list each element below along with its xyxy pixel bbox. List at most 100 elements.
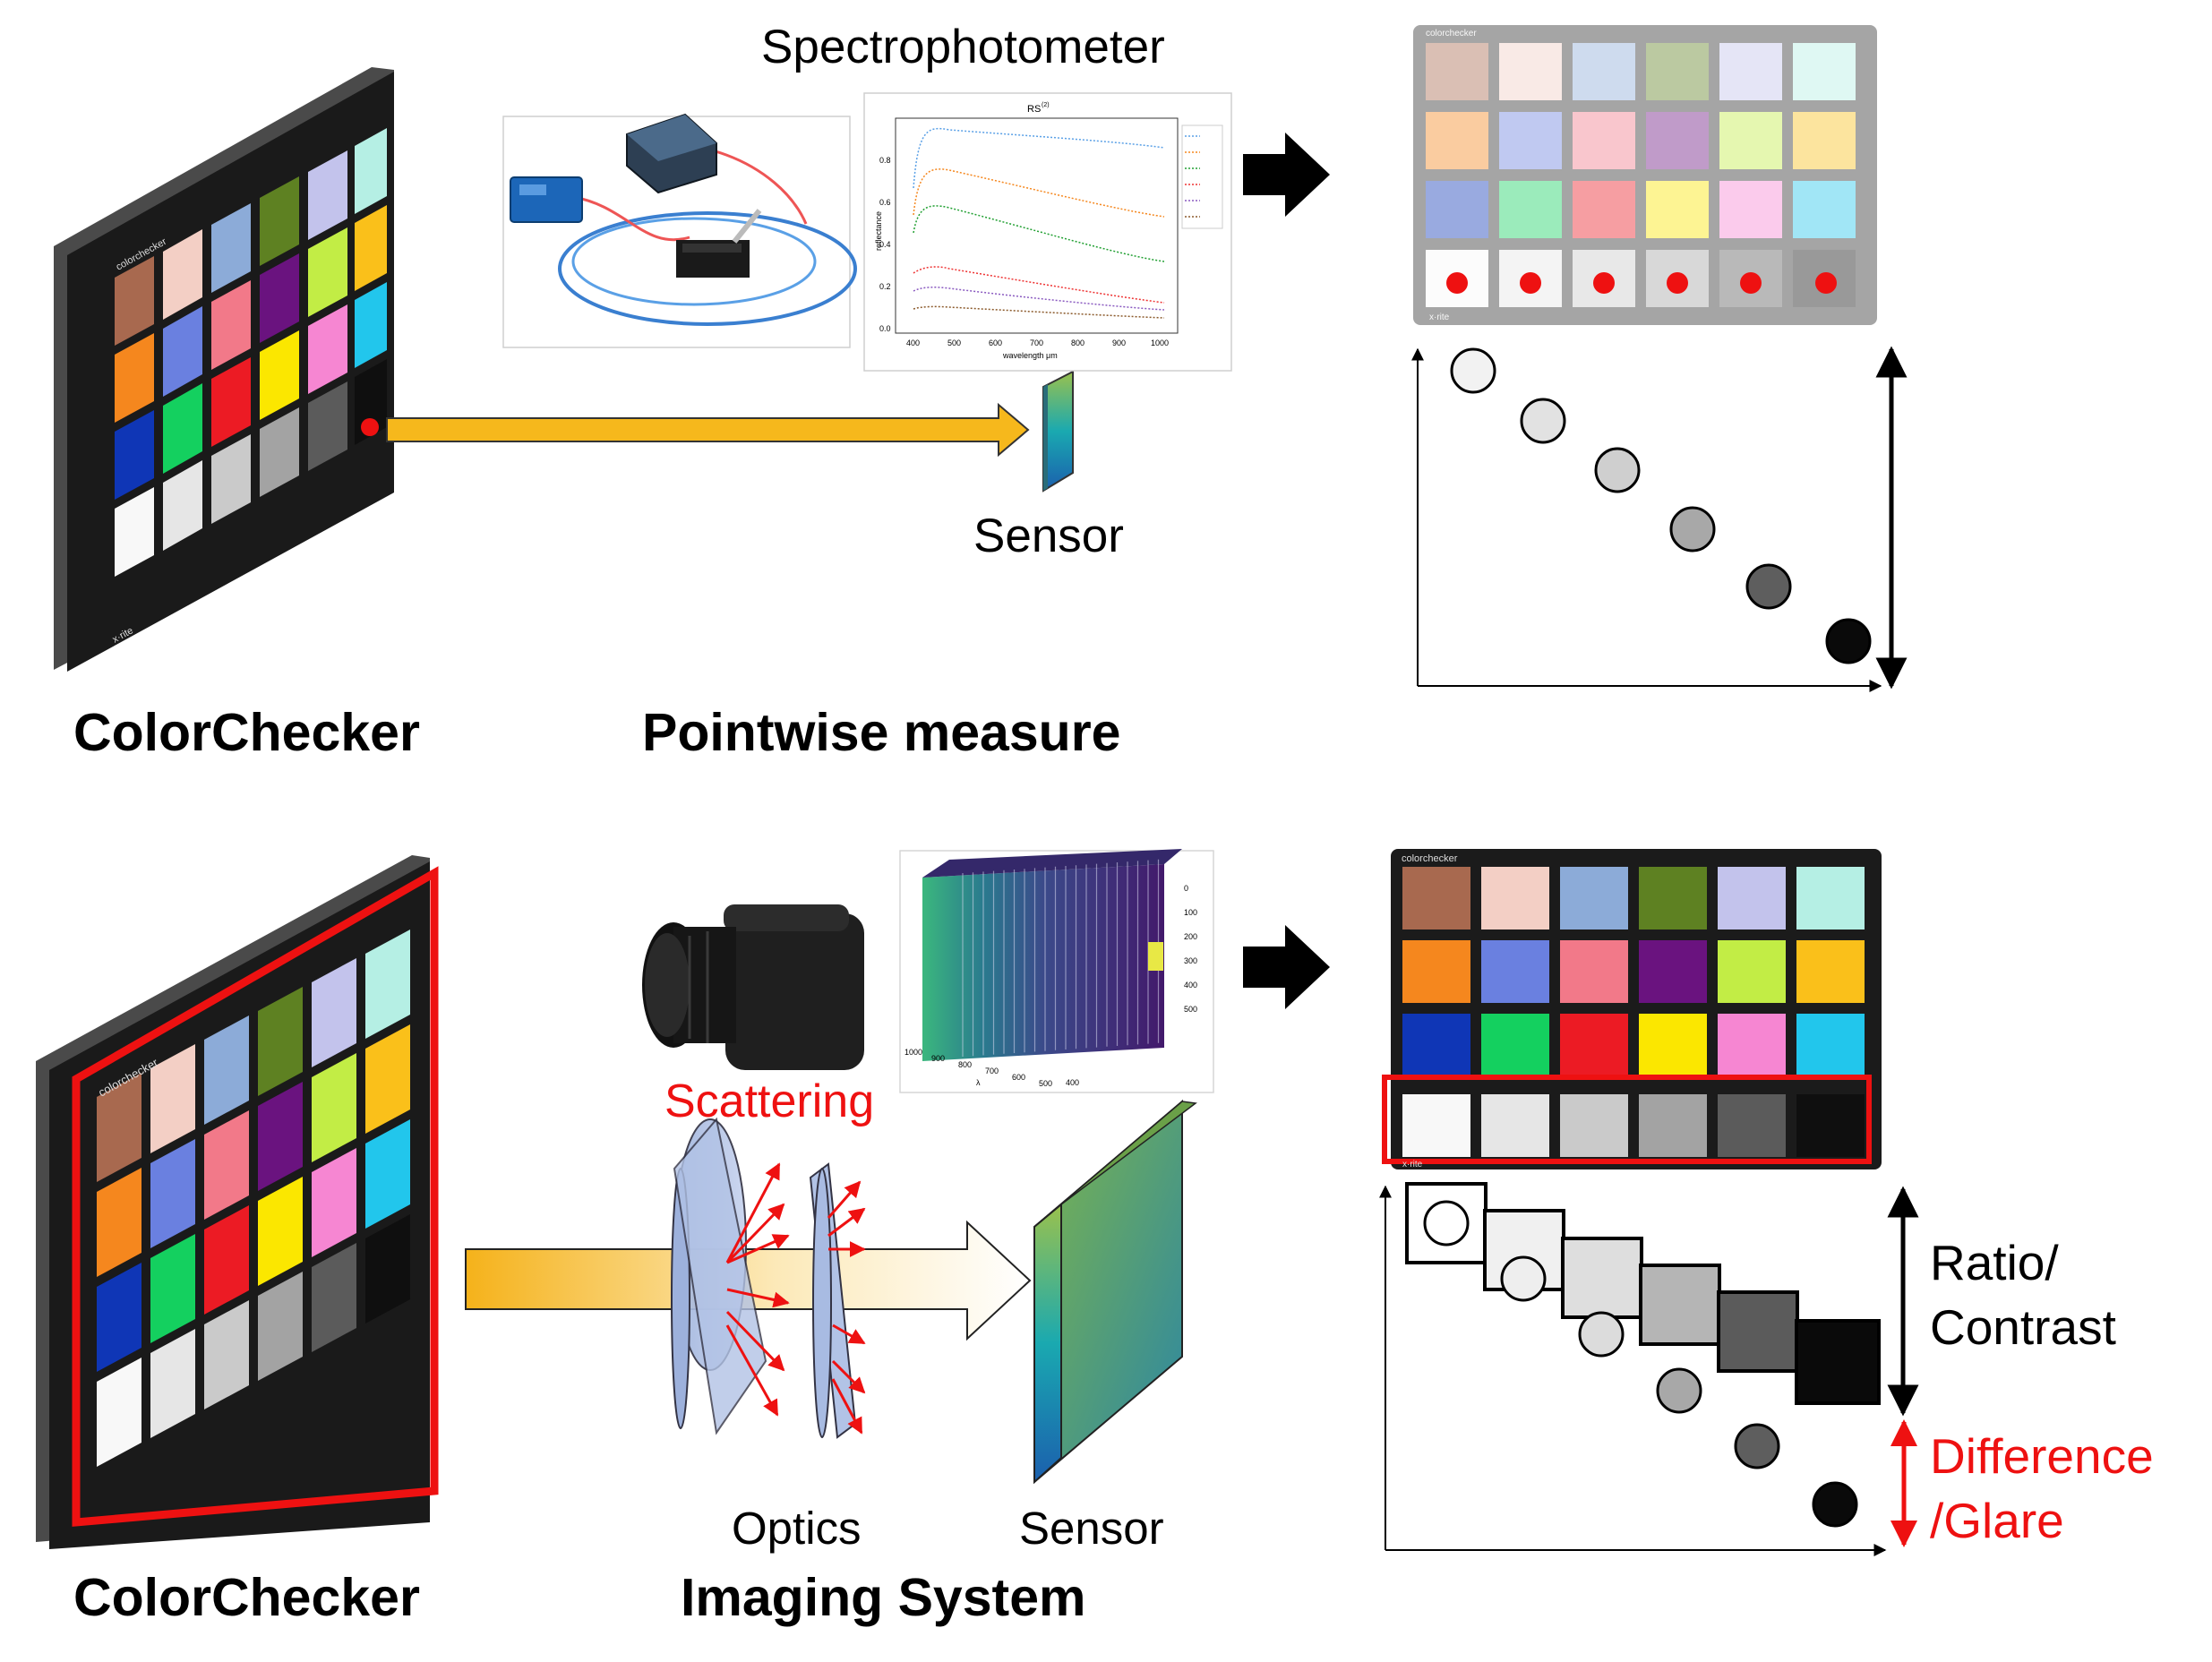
ramp-dot (1734, 1423, 1780, 1469)
plot-y-ticks: 0.0 0.2 0.4 0.6 0.8 (879, 156, 891, 333)
ratio-label-line1: Ratio/ (1930, 1235, 2059, 1290)
ramp-square (1717, 1290, 1799, 1373)
patch (1793, 181, 1856, 238)
patch (1402, 867, 1470, 930)
bottom-plot (1379, 1182, 1919, 1556)
patch (1402, 1014, 1470, 1076)
patch (1639, 1014, 1707, 1076)
cube-x-tick: 900 (931, 1054, 945, 1063)
plot-ylabel: reflectance (874, 211, 883, 251)
curve-6 (913, 305, 1165, 319)
patch (1481, 940, 1549, 1003)
sensor-top-label: Sensor (973, 510, 1124, 562)
patch (1426, 43, 1488, 100)
patch (1560, 1014, 1628, 1076)
patch (150, 1329, 195, 1438)
cube-z-tick: 500 (1184, 1005, 1197, 1014)
measure-dot (1593, 272, 1615, 294)
patch (115, 410, 154, 500)
sensor-bottom (1033, 1099, 1197, 1485)
patch (1646, 43, 1709, 100)
neutral-row-highlight (1382, 1075, 1872, 1164)
measure-beam-arrow (386, 402, 1030, 458)
patch (1481, 1014, 1549, 1076)
patch (1560, 867, 1628, 930)
patch (1718, 1094, 1786, 1157)
plot-xlabel: wavelength μm (1002, 351, 1058, 360)
patch (1719, 181, 1782, 238)
ramp-dot (1745, 563, 1792, 610)
patch (204, 1110, 249, 1220)
patch (1573, 112, 1635, 169)
patch (1573, 181, 1635, 238)
ramp-dot (1594, 447, 1641, 493)
patch (1719, 43, 1782, 100)
ramp-square (1561, 1237, 1643, 1319)
patch (1718, 940, 1786, 1003)
patch (312, 1148, 356, 1257)
patch (1499, 43, 1562, 100)
colorchecker-top-label: ColorChecker (73, 703, 420, 762)
patch (150, 1234, 195, 1343)
measure-dot (1520, 272, 1541, 294)
patch (211, 203, 251, 293)
patch (1402, 1094, 1470, 1157)
patch (150, 1139, 195, 1248)
patch (260, 330, 299, 420)
scattering-arrows (725, 1162, 866, 1435)
top-dots (1450, 347, 1872, 664)
measure-dot (1740, 272, 1762, 294)
patch (1560, 940, 1628, 1003)
pale-logo-text: x·rite (1429, 313, 1450, 322)
patch (1793, 112, 1856, 169)
patch (163, 306, 202, 397)
patch (1426, 112, 1488, 169)
patch (204, 1205, 249, 1315)
difference-label-line1: Difference (1930, 1428, 2154, 1484)
ramp-square (1795, 1319, 1881, 1405)
ramp-square (1639, 1264, 1721, 1346)
patch (1796, 867, 1865, 930)
checker-patches-top (115, 128, 387, 577)
x-tick: 400 (906, 338, 920, 347)
x-tick: 600 (989, 338, 1002, 347)
colorchecker-bottom: colorchecker (36, 855, 439, 1549)
patch (1646, 181, 1709, 238)
bottom-dots (1423, 1200, 1858, 1528)
patch (312, 1243, 356, 1352)
patch (308, 150, 347, 240)
cube-z-tick: 400 (1184, 981, 1197, 989)
ramp-dot (1423, 1200, 1470, 1246)
patch (1639, 867, 1707, 930)
sensor-top (1042, 370, 1074, 493)
patch (260, 253, 299, 343)
difference-label-line2: /Glare (1930, 1493, 2064, 1548)
pale-measure-dots (1446, 272, 1837, 294)
ramp-dot (1656, 1367, 1702, 1414)
curve-5 (913, 287, 1165, 311)
optics-label: Optics (732, 1503, 862, 1554)
measure-dot (1815, 272, 1837, 294)
bottom-result-arrow (1243, 925, 1330, 1009)
curve-1 (913, 127, 1165, 189)
cube-z-tick: 200 (1184, 932, 1197, 941)
patch (260, 176, 299, 266)
patch (308, 381, 347, 471)
patch (163, 460, 202, 551)
red-frame (72, 866, 439, 1527)
patch (355, 205, 387, 291)
measure-dot (1667, 272, 1688, 294)
patch (312, 1053, 356, 1162)
patch (97, 1263, 141, 1372)
patch (1646, 112, 1709, 169)
y-tick: 0.6 (879, 198, 891, 207)
patch (115, 256, 154, 346)
x-tick: 500 (947, 338, 961, 347)
patch (97, 1358, 141, 1467)
patch (97, 1168, 141, 1277)
patch (1481, 1094, 1549, 1157)
patch (365, 1214, 410, 1324)
plot-legend (1181, 124, 1223, 229)
ramp-dot (1669, 506, 1716, 553)
